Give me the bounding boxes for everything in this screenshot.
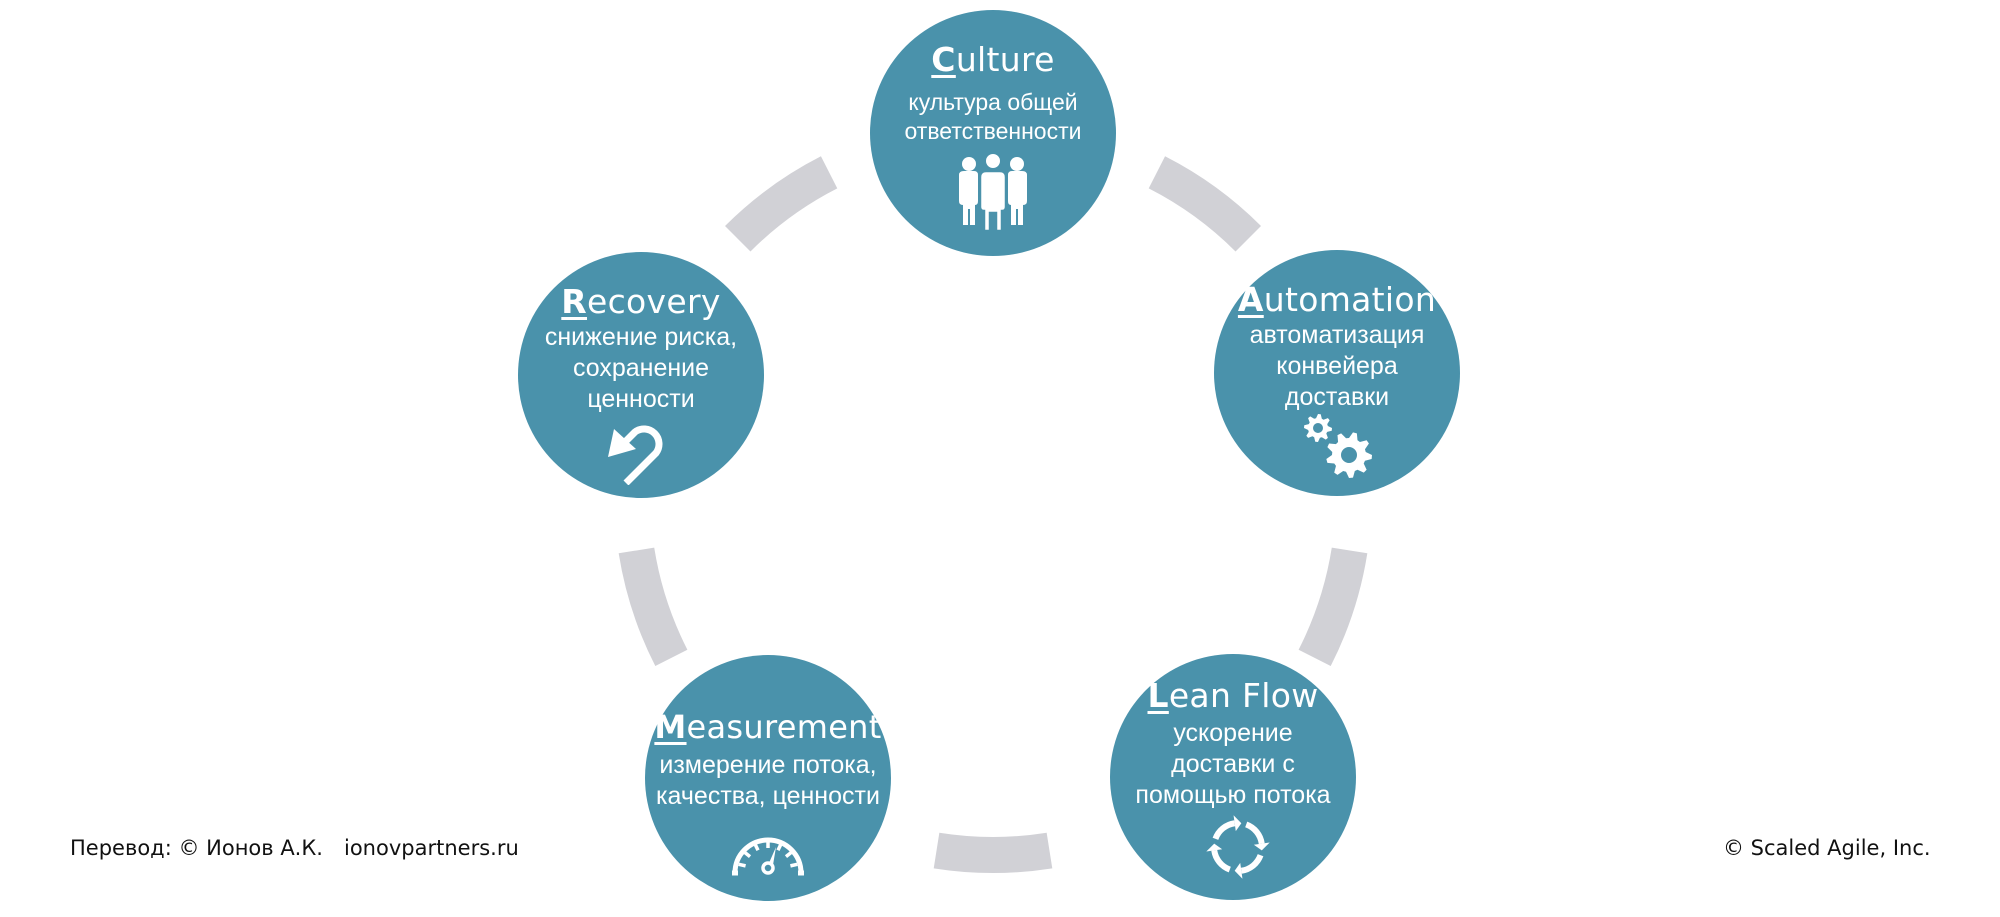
ring-arc-segment (618, 547, 688, 667)
title-rest: ean Flow (1168, 676, 1319, 715)
subtitle-line: сохранение (572, 354, 710, 382)
gauge-tick (776, 843, 783, 852)
ring-arc-segment (933, 832, 1053, 873)
translation-credit: Перевод: © Ионов А.К. (70, 836, 323, 860)
node-recovery: Recovery снижение риска, сохранение ценн… (518, 252, 764, 498)
subtitle-line: помощью потока (1135, 781, 1331, 809)
title-rest: easurement (686, 708, 882, 746)
subtitle-line: ответственности (904, 118, 1082, 144)
cycle-arc (1212, 820, 1236, 841)
gauge-tick (743, 850, 752, 859)
gauge-hub (761, 861, 775, 875)
subtitle-line: культура общей (908, 89, 1078, 115)
node-title: Automation (1214, 280, 1460, 320)
website-link[interactable]: ionovpartners.ru (344, 836, 519, 860)
cycle-arc (1240, 853, 1264, 874)
node-subtitle: ускорение доставки с помощью потока (1104, 718, 1362, 811)
cycle-arrowhead (1234, 862, 1243, 879)
title-initial: A (1237, 280, 1264, 319)
gauge-dial (732, 837, 804, 874)
subtitle-line: конвейера (1276, 352, 1398, 380)
gears-icon (1300, 413, 1374, 483)
cycle-arrowhead (1233, 815, 1242, 832)
copyright-notice: © Scaled Agile, Inc. (1723, 836, 1931, 860)
node-subtitle: измерение потока, качества, ценности (639, 750, 897, 812)
subtitle-line: качества, ценности (656, 782, 880, 810)
cycle-arrowhead (1206, 843, 1223, 852)
node-lean-flow: Lean Flow ускорение доставки с помощью п… (1110, 654, 1356, 900)
node-culture: Culture культура общей ответственности (870, 10, 1116, 256)
ring-arc-segment (1148, 156, 1261, 252)
node-title: Recovery (518, 282, 764, 322)
gauge-tick (738, 862, 746, 868)
node-subtitle: автоматизация конвейера доставки (1208, 320, 1466, 413)
ring-arc-segment (725, 156, 838, 252)
gauge-tick (790, 862, 798, 868)
cycle-arrowhead (1253, 842, 1270, 851)
ring-arc-segment (1298, 547, 1368, 667)
title-initial: R (561, 282, 588, 321)
cycle-arc (1211, 849, 1232, 873)
node-title: Measurement (645, 707, 891, 747)
gauge-tick (784, 850, 793, 859)
subtitle-line: снижение риска, (544, 323, 738, 351)
title-initial: M (654, 708, 687, 746)
undo-arrow-icon (604, 415, 674, 485)
subtitle-line: измерение потока, (659, 751, 877, 779)
gauge-icon (729, 831, 807, 877)
gear-icon (1304, 414, 1332, 442)
subtitle-line: автоматизация (1249, 321, 1425, 349)
node-title: Culture (870, 40, 1116, 80)
gauge-needle (769, 847, 776, 865)
node-subtitle: снижение риска, сохранение ценности (512, 322, 770, 415)
subtitle-line: доставки с (1171, 750, 1295, 778)
node-automation: Automation автоматизация конвейера доста… (1214, 250, 1460, 496)
gauge-tick (753, 843, 760, 852)
title-rest: ulture (955, 40, 1055, 79)
title-initial: L (1147, 676, 1169, 715)
title-rest: ecovery (587, 282, 721, 321)
people-group-icon (956, 153, 1030, 233)
cycle-arrows-icon (1205, 814, 1271, 880)
title-rest: utomation (1263, 280, 1437, 319)
cycle-arc (1244, 821, 1265, 845)
node-title: Lean Flow (1110, 676, 1356, 716)
subtitle-line: ускорение (1173, 719, 1293, 747)
node-subtitle: культура общей ответственности (864, 88, 1122, 146)
title-initial: C (931, 40, 956, 79)
subtitle-line: ценности (587, 385, 695, 413)
node-measurement: Measurement измерение потока, качества, … (645, 655, 891, 901)
subtitle-line: доставки (1284, 383, 1390, 411)
gear-icon (1326, 432, 1372, 478)
